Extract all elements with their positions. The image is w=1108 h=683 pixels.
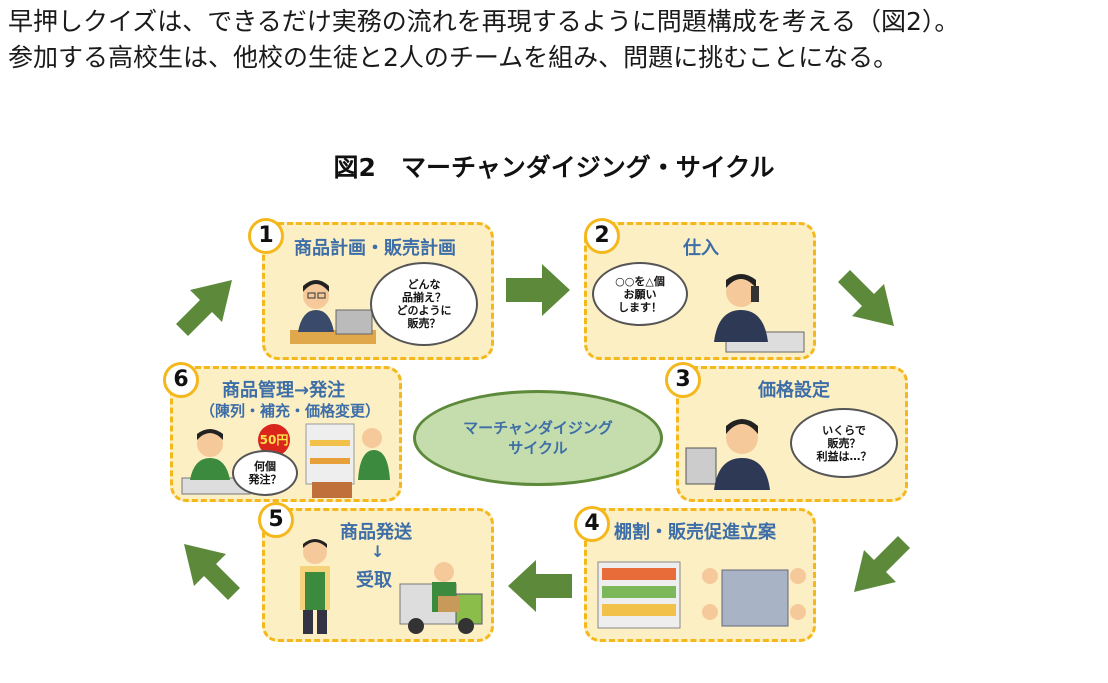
- store-shelf-illustration: [597, 561, 681, 629]
- step-3-number: 3: [665, 362, 701, 398]
- step-6-subtitle: （陳列・補充・価格変更）: [200, 402, 381, 420]
- step-5-title: 商品発送: [340, 522, 412, 543]
- step-5-arrow-glyph: ↓: [371, 542, 385, 561]
- step-5-number: 5: [258, 502, 294, 538]
- pricing-illustration: [685, 419, 770, 490]
- step-2-title: 仕入: [683, 238, 719, 259]
- arrow-3-to-4: [854, 536, 910, 592]
- arrow-4-to-5: [508, 560, 572, 612]
- step-2-speech-bubble: ○○を△個 お願い します！: [592, 262, 688, 326]
- step-1-thought-bubble: どんな 品揃え？ どのように 販売？: [370, 262, 478, 346]
- inventory-clerk-illustration: [181, 429, 251, 495]
- step-3-thought-bubble: いくらで 販売？ 利益は…？: [790, 408, 898, 478]
- step-1-title: 商品計画・販売計画: [294, 238, 456, 259]
- step-4-title: 棚割・販売促進立案: [614, 522, 776, 543]
- delivery-truck-illustration: [399, 562, 483, 634]
- figure-title: 図2 マーチャンダイジング・サイクル: [333, 153, 775, 182]
- meeting-illustration: [702, 568, 806, 627]
- step-1-number: 1: [248, 218, 284, 254]
- arrow-5-to-6: [184, 544, 240, 600]
- step-4-number: 4: [574, 506, 610, 542]
- planner-illustration: [290, 280, 376, 344]
- arrow-1-to-2: [506, 264, 570, 316]
- cycle-center-label: マーチャンダイジング サイクル: [413, 390, 663, 486]
- step-2-number: 2: [584, 218, 620, 254]
- shelf-stocking-illustration: [305, 423, 390, 498]
- step-6-thought-bubble: 何個 発注？: [232, 450, 298, 496]
- step-3-title: 価格設定: [758, 380, 830, 401]
- buyer-phone-illustration: [714, 274, 805, 353]
- step-6-number: 6: [163, 362, 199, 398]
- intro-line-1: 早押しクイズは、できるだけ実務の流れを再現するように問題構成を考える（図2）。: [8, 7, 960, 36]
- step-5-subtitle: 受取: [356, 570, 392, 591]
- store-clerk-illustration: [300, 539, 330, 634]
- intro-text: 早押しクイズは、できるだけ実務の流れを再現するように問題構成を考える（図2）。 …: [8, 4, 959, 76]
- arrow-2-to-3: [838, 270, 894, 326]
- step-6-title: 商品管理→発注: [222, 380, 346, 401]
- intro-line-2: 参加する高校生は、他校の生徒と2人のチームを組み、問題に挑むことになる。: [8, 43, 899, 72]
- arrow-6-to-1: [176, 280, 232, 336]
